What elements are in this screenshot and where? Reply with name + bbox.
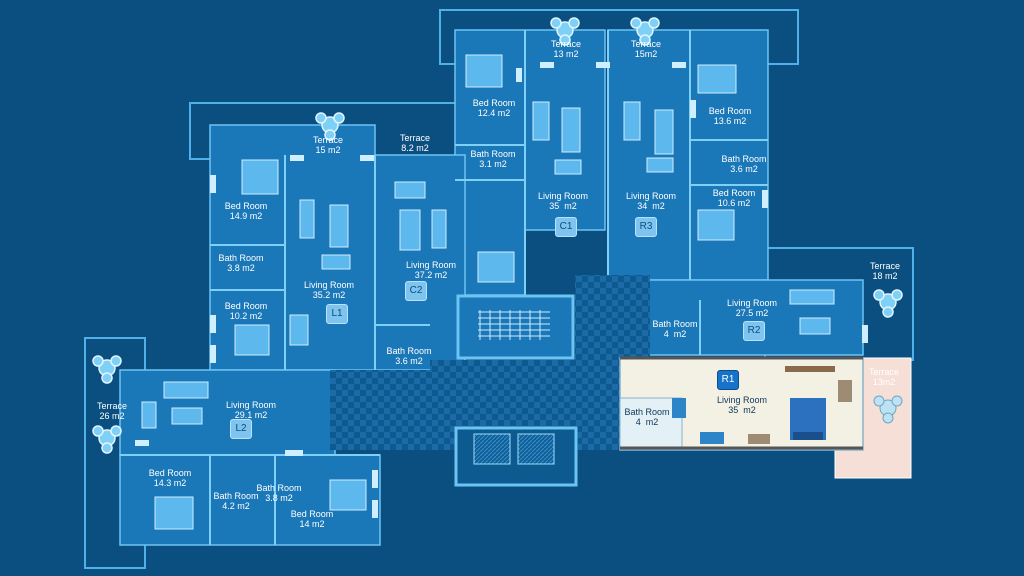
unit-badge-l1[interactable]: L1 — [326, 304, 348, 324]
wall-ticks — [135, 62, 868, 518]
unit-badge-c1[interactable]: C1 — [555, 217, 577, 237]
unit-badge-r1[interactable]: R1 — [717, 370, 739, 390]
terrace-tables — [92, 17, 903, 454]
unit-badge-r3[interactable]: R3 — [635, 217, 657, 237]
unit-badge-c2[interactable]: C2 — [405, 281, 427, 301]
interior-walls — [120, 30, 768, 545]
unit-badge-l2[interactable]: L2 — [230, 419, 252, 439]
stairwell — [456, 294, 575, 360]
furniture — [141, 54, 835, 530]
unit-badge-r2[interactable]: R2 — [743, 321, 765, 341]
corridor — [330, 275, 650, 450]
elevator-shaft — [454, 426, 578, 487]
selected-unit-r1[interactable] — [619, 356, 912, 479]
